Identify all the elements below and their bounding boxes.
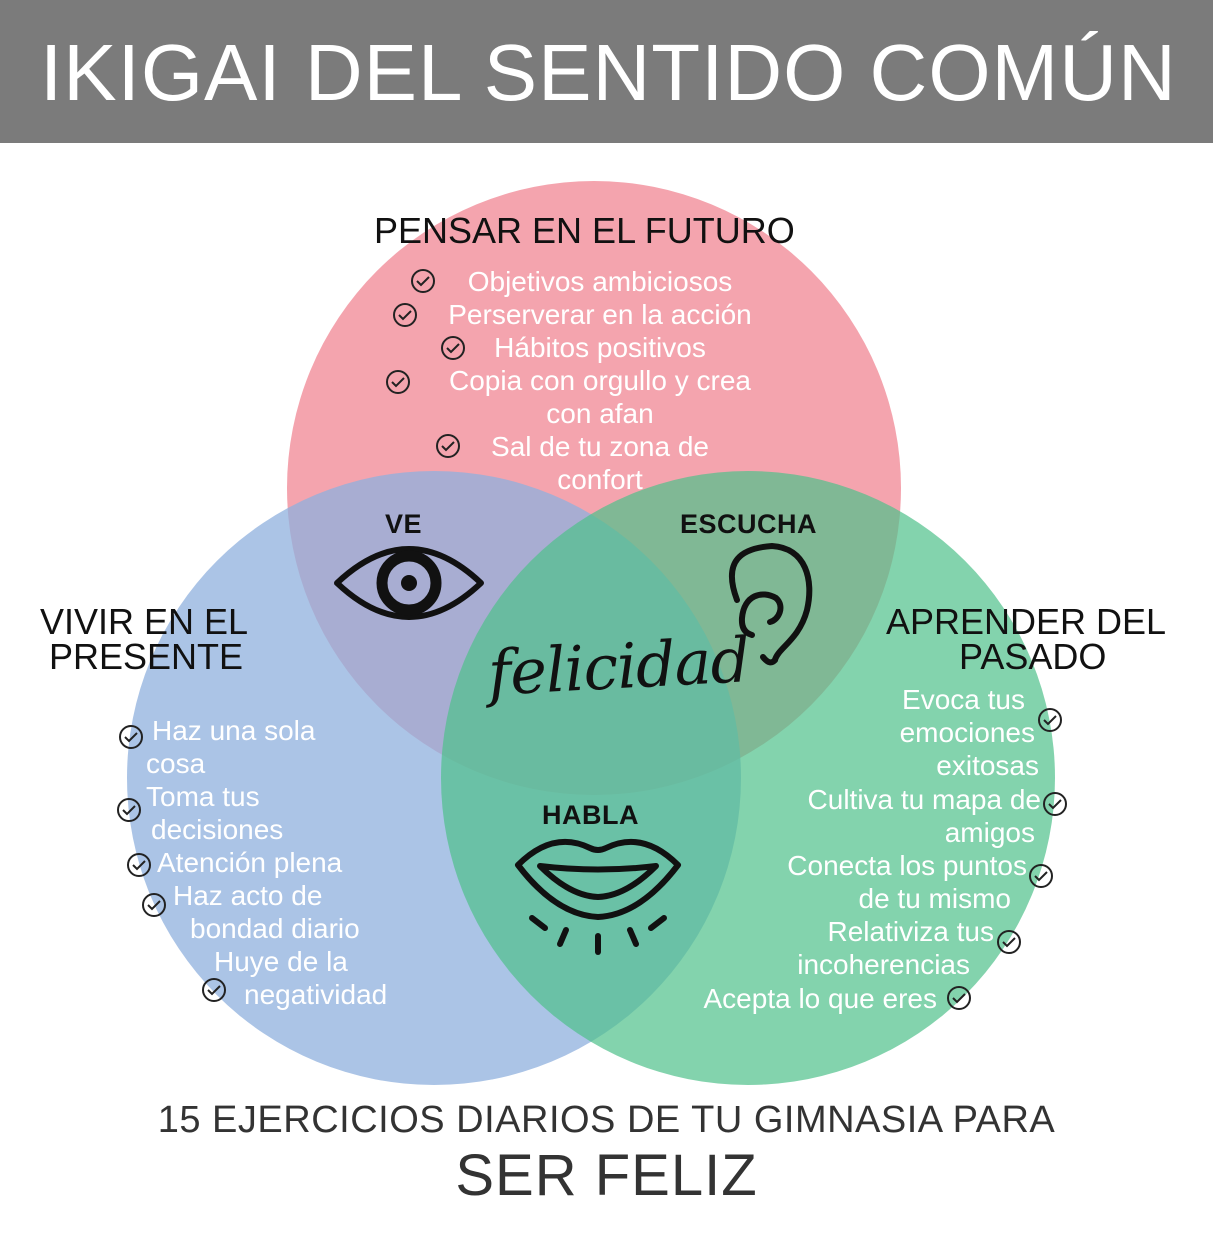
list-item: decisiones xyxy=(151,814,284,845)
check-circle-icon xyxy=(202,978,226,1002)
check-circle-icon xyxy=(127,853,151,877)
check-circle-icon xyxy=(947,986,971,1010)
list-item: Haz acto de xyxy=(173,880,323,911)
footer-subtitle: 15 EJERCICIOS DIARIOS DE TU GIMNASIA PAR… xyxy=(157,1099,1056,1141)
ear-icon xyxy=(729,543,813,666)
list-item: Perserverar en la acción xyxy=(448,299,752,330)
check-circle-icon xyxy=(997,930,1021,954)
section-title-past-line1: APRENDER DEL xyxy=(886,601,1167,642)
list-item: Copia con orgullo y crea xyxy=(449,365,751,396)
check-circle-icon xyxy=(1043,792,1067,816)
list-item: Evoca tus xyxy=(902,684,1025,715)
list-item: bondad diario xyxy=(190,913,360,944)
list-item: con afan xyxy=(546,398,654,429)
check-circle-icon xyxy=(1029,864,1053,888)
list-item: Hábitos positivos xyxy=(494,332,706,363)
check-circle-icon xyxy=(411,269,435,293)
list-item: Cultiva tu mapa de xyxy=(807,784,1041,815)
check-circle-icon xyxy=(436,434,460,458)
check-circle-icon xyxy=(386,370,410,394)
list-item: cosa xyxy=(146,748,206,779)
list-item: Conecta los puntos xyxy=(787,850,1027,881)
list-item: Acepta lo que eres xyxy=(703,983,938,1014)
overlap-label-escucha: ESCUCHA xyxy=(680,509,818,539)
list-item: emociones xyxy=(899,717,1035,748)
list-item: incoherencias xyxy=(797,949,970,980)
page-title: IKIGAI DEL SENTIDO COMÚN xyxy=(40,28,1177,117)
check-circle-icon xyxy=(1038,708,1062,732)
circle-past xyxy=(441,471,1055,1085)
center-label-felicidad: felicidad xyxy=(486,623,751,710)
check-circle-icon xyxy=(119,725,143,749)
list-item: Huye de la xyxy=(214,946,348,977)
section-title-present-line1: VIVIR EN EL xyxy=(40,601,249,642)
overlap-label-ve: VE xyxy=(385,509,423,539)
section-title-present-line2: PRESENTE xyxy=(49,636,244,677)
overlap-label-habla: HABLA xyxy=(542,800,639,830)
list-item: de tu mismo xyxy=(858,883,1012,914)
section-title-future: PENSAR EN EL FUTURO xyxy=(374,210,795,251)
list-item: Haz una sola xyxy=(152,715,316,746)
eye-icon xyxy=(334,546,484,620)
header-bar: IKIGAI DEL SENTIDO COMÚN xyxy=(0,0,1213,143)
list-item: amigos xyxy=(944,817,1035,848)
list-item: confort xyxy=(557,464,643,495)
footer-title: SER FELIZ xyxy=(455,1143,758,1208)
check-circle-icon xyxy=(393,303,417,327)
check-circle-icon xyxy=(441,336,465,360)
list-item: Relativiza tus xyxy=(827,916,994,947)
list-item: negatividad xyxy=(244,979,388,1010)
list-item: Sal de tu zona de xyxy=(491,431,709,462)
list-item: exitosas xyxy=(936,750,1039,781)
lips-icon xyxy=(515,838,681,955)
check-circle-icon xyxy=(142,893,166,917)
list-item: Objetivos ambiciosos xyxy=(467,266,733,297)
check-circle-icon xyxy=(117,798,141,822)
section-title-past-line2: PASADO xyxy=(959,636,1107,677)
list-item: Toma tus xyxy=(146,781,260,812)
list-item: Atención plena xyxy=(157,847,343,878)
